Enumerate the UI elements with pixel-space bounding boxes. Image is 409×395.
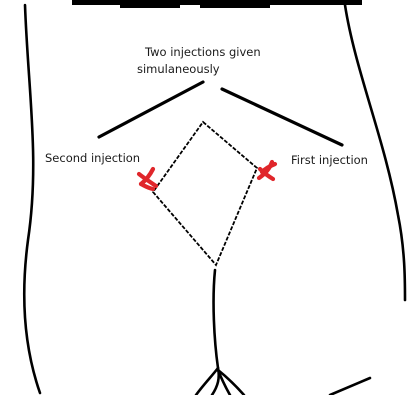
pointer-line-left <box>99 82 203 137</box>
midline <box>212 270 219 395</box>
second-injection-label: Second injection <box>45 151 140 165</box>
heading-line-1: Two injections given <box>144 45 261 59</box>
first-injection-mark <box>259 162 275 179</box>
pointer-line-right <box>222 89 342 145</box>
right-leg-contour <box>330 378 370 395</box>
left-body-contour <box>24 5 40 393</box>
groin-right <box>218 370 244 395</box>
second-injection-mark <box>139 169 156 189</box>
cropped-title-fragment <box>72 0 362 8</box>
first-injection-label: First injection <box>291 153 368 167</box>
heading-line-2: simulaneously <box>137 62 220 76</box>
injection-site-outline <box>153 122 257 265</box>
